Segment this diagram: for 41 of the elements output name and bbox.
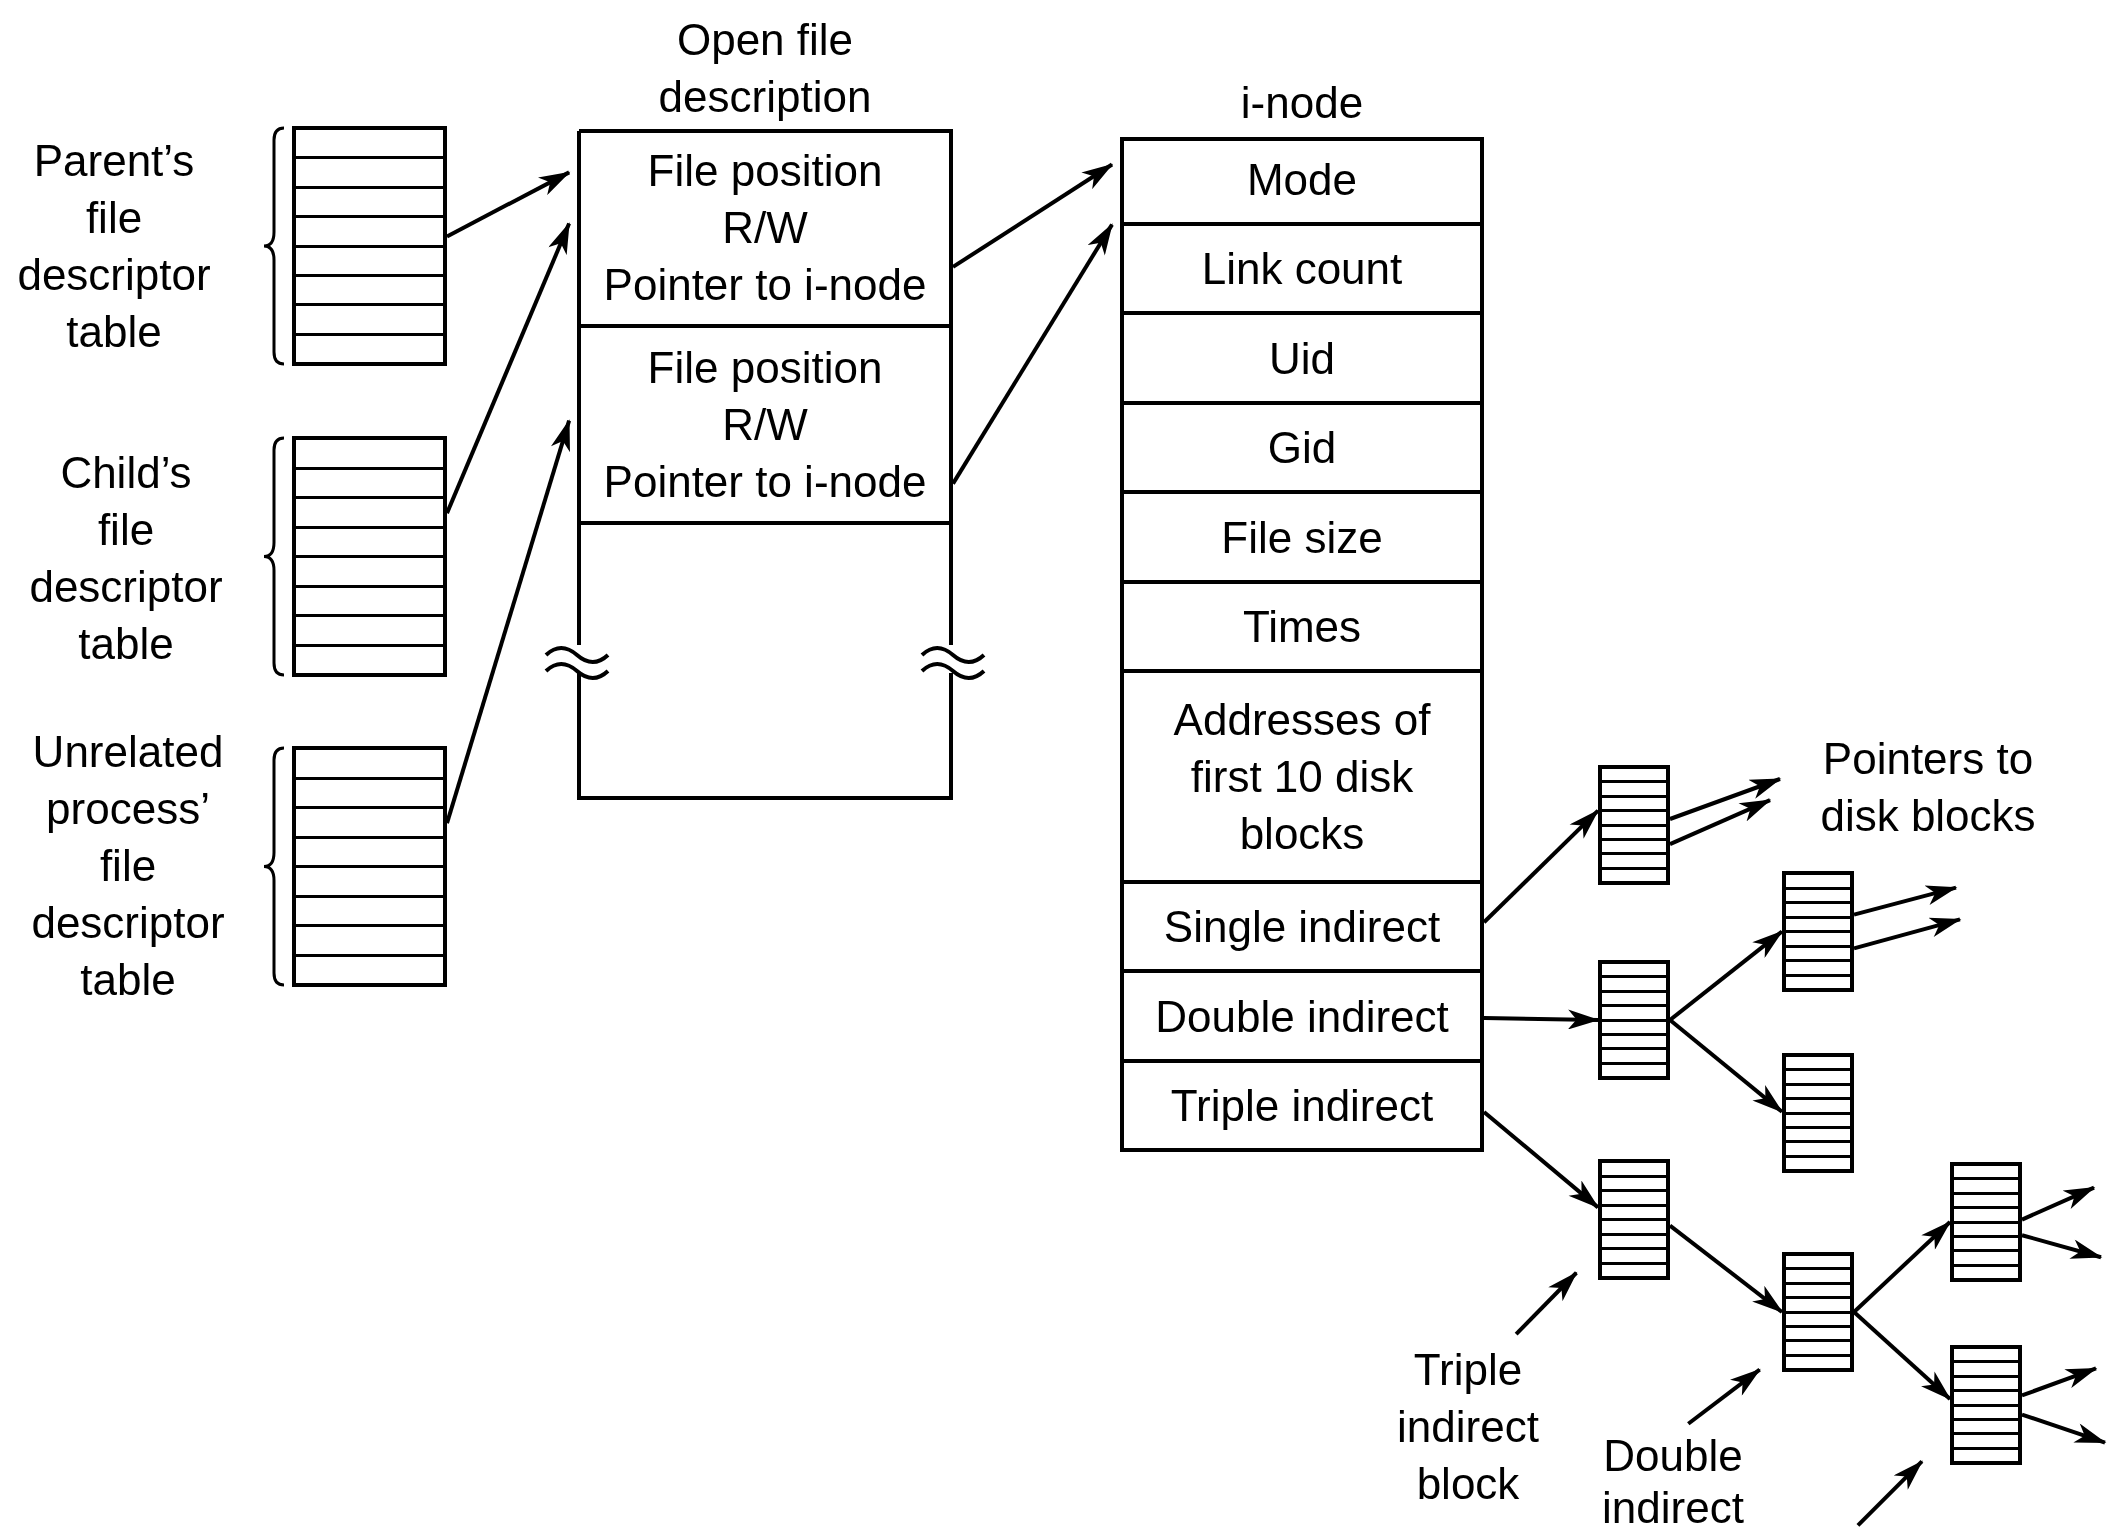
entry-text: Pointer to i-node <box>603 456 927 508</box>
arrow <box>2021 1233 2103 1260</box>
leader-line <box>1856 1460 1924 1527</box>
entry-text: Pointer to i-node <box>603 259 927 311</box>
arrow <box>1482 1110 1600 1209</box>
arrow <box>2021 1366 2098 1398</box>
note-text: Pointers to disk blocks <box>1819 733 2037 842</box>
arrow <box>951 162 1114 269</box>
entry-text: Double indirect <box>1155 990 1449 1043</box>
table-label: Parent’s file descriptor table <box>17 135 211 358</box>
arrow <box>2021 1185 2096 1222</box>
callout-text: Double indirect <box>1601 1430 1745 1534</box>
entry-text: R/W <box>722 399 808 451</box>
column-heading: i-node <box>1240 77 1364 129</box>
entry-text: Triple indirect <box>1170 1080 1434 1132</box>
entry-text: Single indirect <box>1163 901 1441 953</box>
entry-text: Uid <box>1269 332 1335 385</box>
entry-text: Times <box>1242 601 1362 653</box>
arrow <box>1669 798 1772 847</box>
entry-text: R/W <box>722 202 808 254</box>
entry-text: Addresses of first 10 disk blocks <box>1172 694 1432 860</box>
column-heading: Open file description <box>657 14 873 123</box>
entry-text: File position <box>647 145 883 197</box>
arrow <box>951 223 1114 485</box>
entry-text: Gid <box>1267 422 1337 474</box>
leader-line <box>1687 1368 1761 1426</box>
entry-text: Link count <box>1201 243 1403 295</box>
table-label: Unrelated process’ file descriptor table <box>31 726 225 1006</box>
arrow <box>446 170 571 239</box>
entry-text: File position <box>647 342 883 394</box>
table-label: Child’s file descriptor table <box>29 447 223 670</box>
entry-text: File size <box>1221 511 1383 564</box>
arrow <box>2021 1412 2107 1445</box>
arrow <box>1853 885 1958 917</box>
arrow <box>1483 1009 1600 1030</box>
callout-text: Triple indirect block <box>1396 1344 1540 1510</box>
arrow <box>1669 777 1782 821</box>
leader-line <box>1514 1271 1578 1336</box>
entry-text: Mode <box>1246 154 1358 206</box>
arrow <box>1853 917 1962 951</box>
arrow <box>1482 809 1600 924</box>
